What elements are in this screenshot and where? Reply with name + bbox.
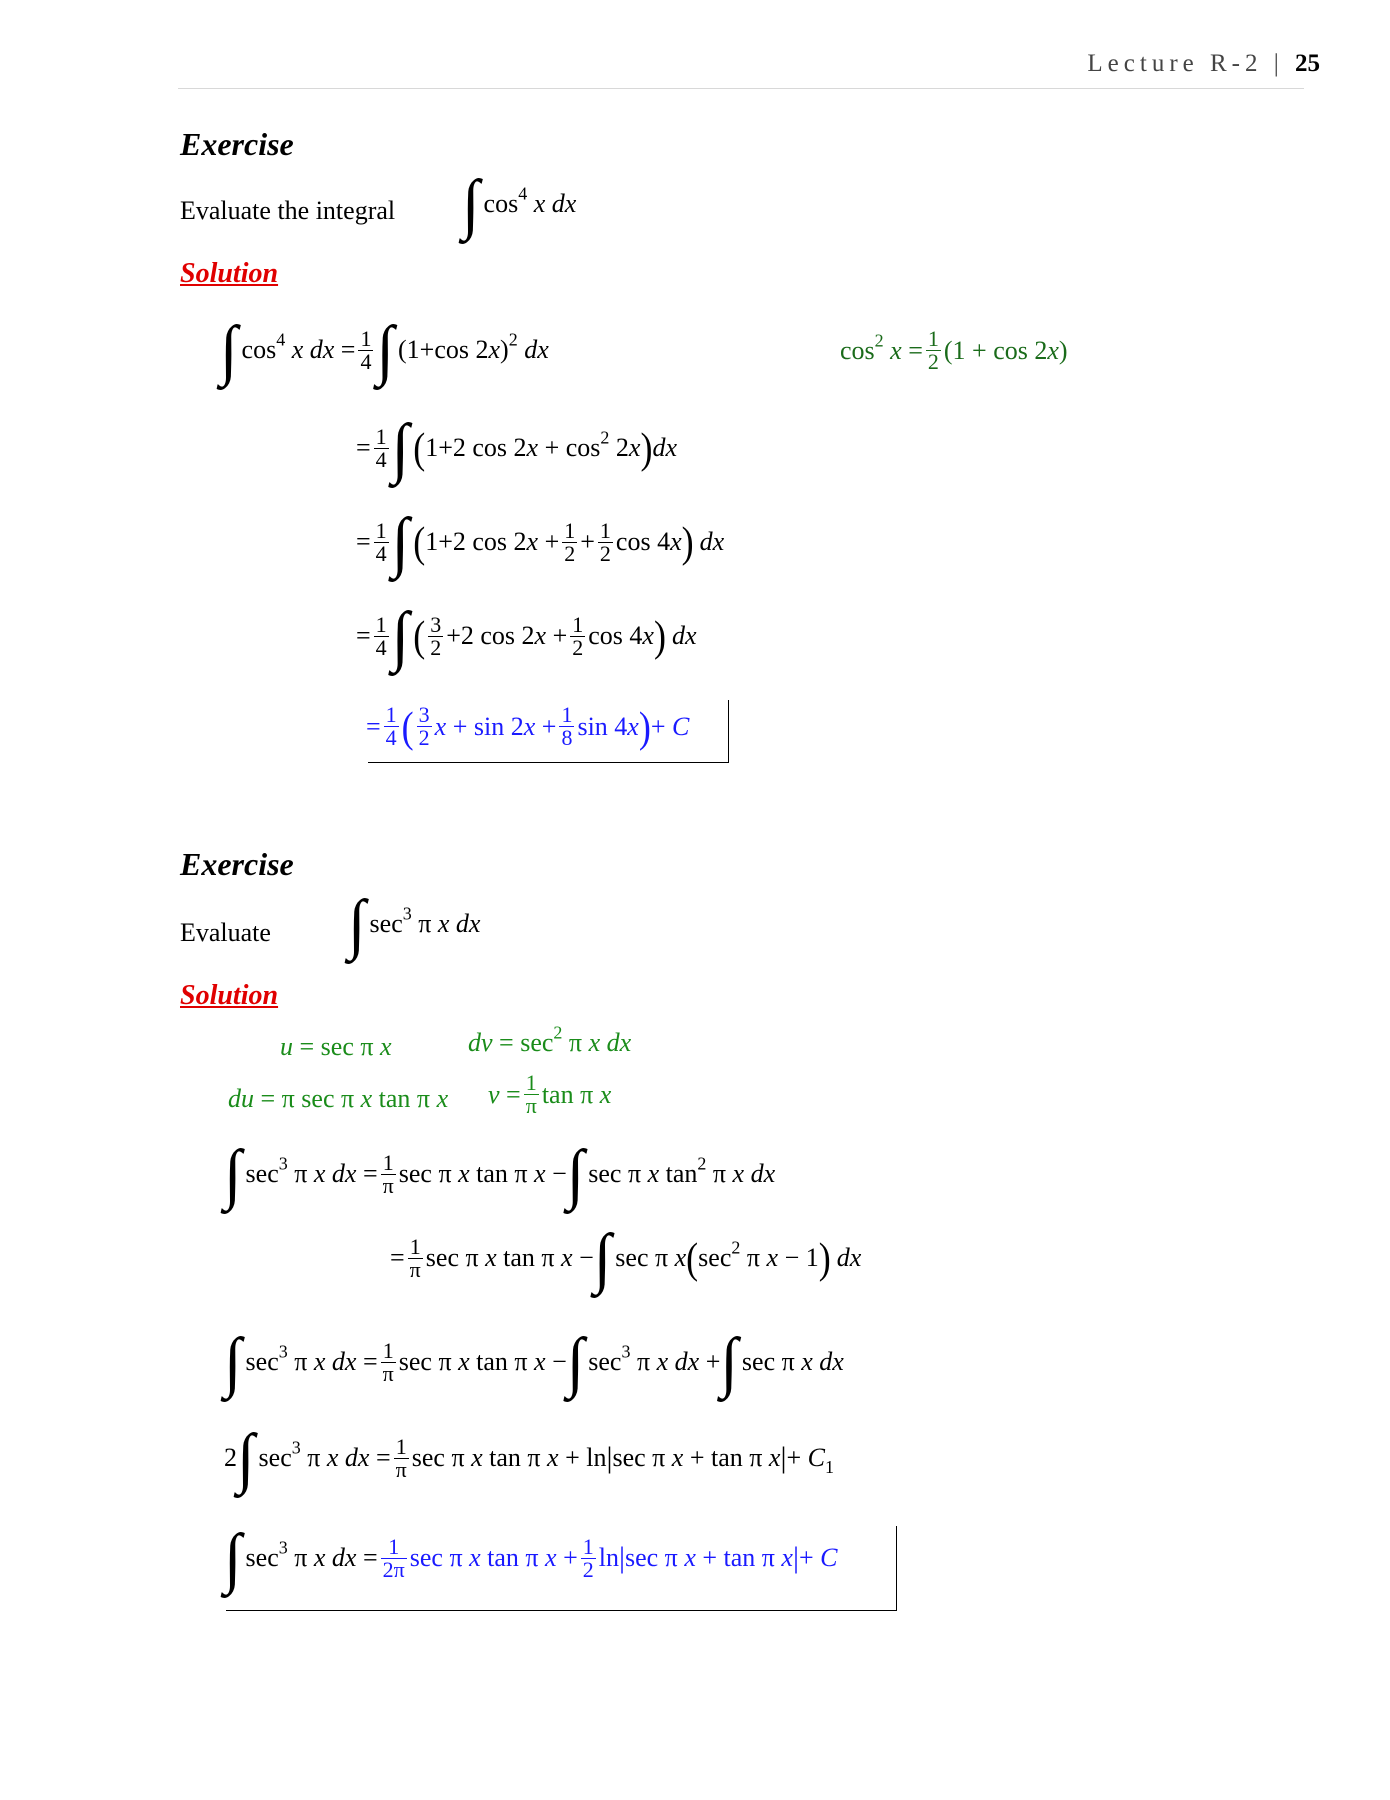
- exercise-2-title: Exercise: [180, 846, 294, 882]
- ex1-answer-box: [368, 700, 729, 763]
- exercise-2-solution-label: Solution: [180, 980, 279, 1011]
- page-number: 25: [1295, 50, 1320, 77]
- exercise-2-prompt: Evaluate: [180, 918, 271, 947]
- exercise-1-solution-label: Solution: [180, 258, 279, 289]
- exercise-1-prompt: Evaluate the integral: [180, 196, 396, 225]
- ex2-du-sub: du = π sec π x tan π x: [228, 1084, 449, 1113]
- page-header: Lecture R-2 | 25: [1087, 50, 1320, 78]
- lecture-label: Lecture R-2 |: [1087, 50, 1284, 77]
- exercise-1-integral: ∫cos4 x dx: [462, 166, 577, 241]
- exercise-1-title: Exercise: [180, 126, 294, 162]
- ex2-dv-sub: dv = sec2 π x dx: [468, 1022, 632, 1057]
- exercise-2-integral: ∫sec3 π x dx: [348, 886, 481, 961]
- ex2-u-sub: u = sec π x: [280, 1032, 392, 1061]
- ex2-answer-box: [226, 1526, 897, 1611]
- header-rule: [178, 88, 1304, 89]
